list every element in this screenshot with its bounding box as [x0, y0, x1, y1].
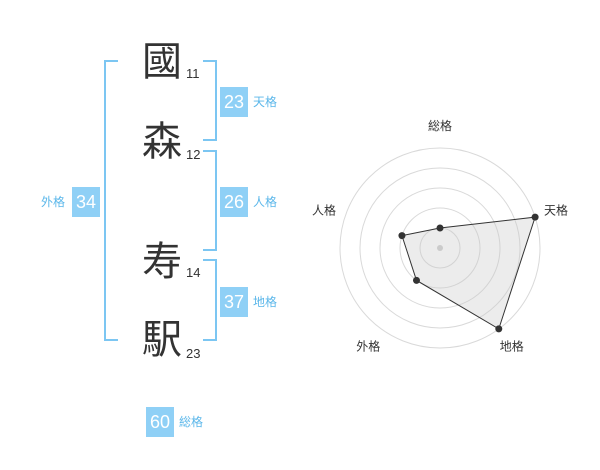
gaikaku-bracket [104, 60, 118, 341]
character-4: 駅 [142, 317, 182, 363]
radar-series-polygon [401, 216, 536, 330]
radar-point-0 [436, 224, 444, 232]
radar-center [437, 245, 443, 251]
jinkaku-bracket [203, 150, 217, 251]
tenkaku-badge: 23 [220, 87, 248, 117]
tenkaku-label: 天格 [253, 95, 278, 109]
radar-point-2 [495, 325, 503, 333]
jinkaku-badge: 26 [220, 187, 248, 217]
character-2: 森 [142, 119, 182, 165]
radar-axis-label-4: 人格 [312, 202, 336, 217]
jinkaku-label: 人格 [253, 195, 278, 209]
radar-point-3 [412, 276, 420, 284]
radar-axis-label-0: 総格 [428, 118, 452, 133]
character-3: 寿 [142, 239, 182, 285]
soukaku-badge: 60 [146, 407, 174, 437]
chikaku-label: 地格 [253, 295, 278, 309]
stroke-count-2: 12 [186, 147, 201, 162]
soukaku-label: 総格 [179, 415, 204, 429]
chikaku-bracket [203, 259, 217, 341]
character-1: 國 [142, 39, 182, 85]
radar-point-1 [531, 213, 539, 221]
radar-axis-label-1: 天格 [544, 202, 568, 217]
tenkaku-bracket [203, 60, 217, 141]
chikaku-badge: 37 [220, 287, 248, 317]
radar-axis-label-2: 地格 [500, 339, 524, 354]
stroke-count-4: 23 [186, 346, 201, 361]
stroke-count-3: 14 [186, 265, 201, 280]
radar-axis-label-3: 外格 [356, 339, 380, 354]
stroke-count-1: 11 [186, 66, 200, 81]
gaikaku-badge: 34 [72, 187, 100, 217]
radar-point-4 [398, 232, 406, 240]
gaikaku-label: 外格 [41, 195, 66, 209]
